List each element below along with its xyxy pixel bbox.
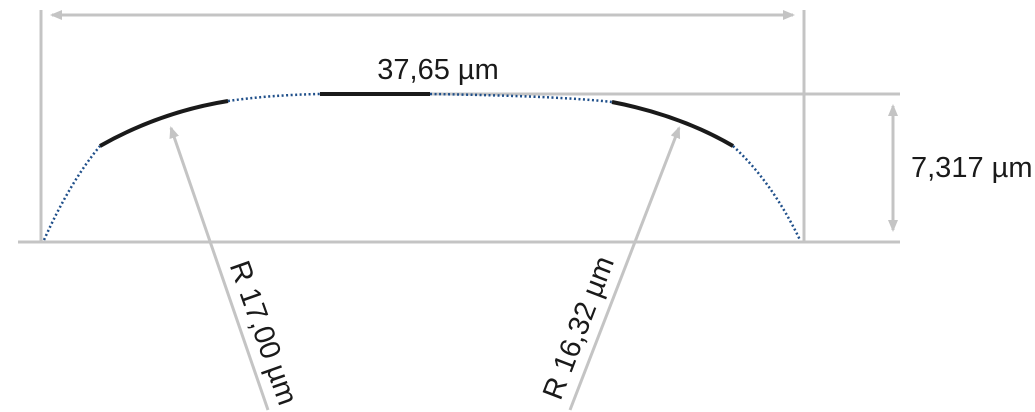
height-label: 7,317 µm: [911, 152, 1033, 184]
dotted-profile: [42, 92, 802, 241]
radius-left-arrow: [169, 126, 270, 411]
dotted-profile-left-edge: [42, 145, 101, 241]
radius-left-label: R 17,00 µm: [223, 257, 303, 410]
solid-profile: [99, 92, 735, 148]
dotted-profile-right-edge: [732, 145, 802, 241]
solid-profile-right-arc: [611, 100, 735, 148]
radius-right-arrow: [568, 126, 681, 411]
radius-right-label: R 16,32 µm: [537, 252, 621, 404]
width-label: 37,65 µm: [377, 54, 499, 86]
dotted-profile-left-mid: [227, 92, 321, 103]
solid-profile-left-arc: [99, 99, 229, 148]
